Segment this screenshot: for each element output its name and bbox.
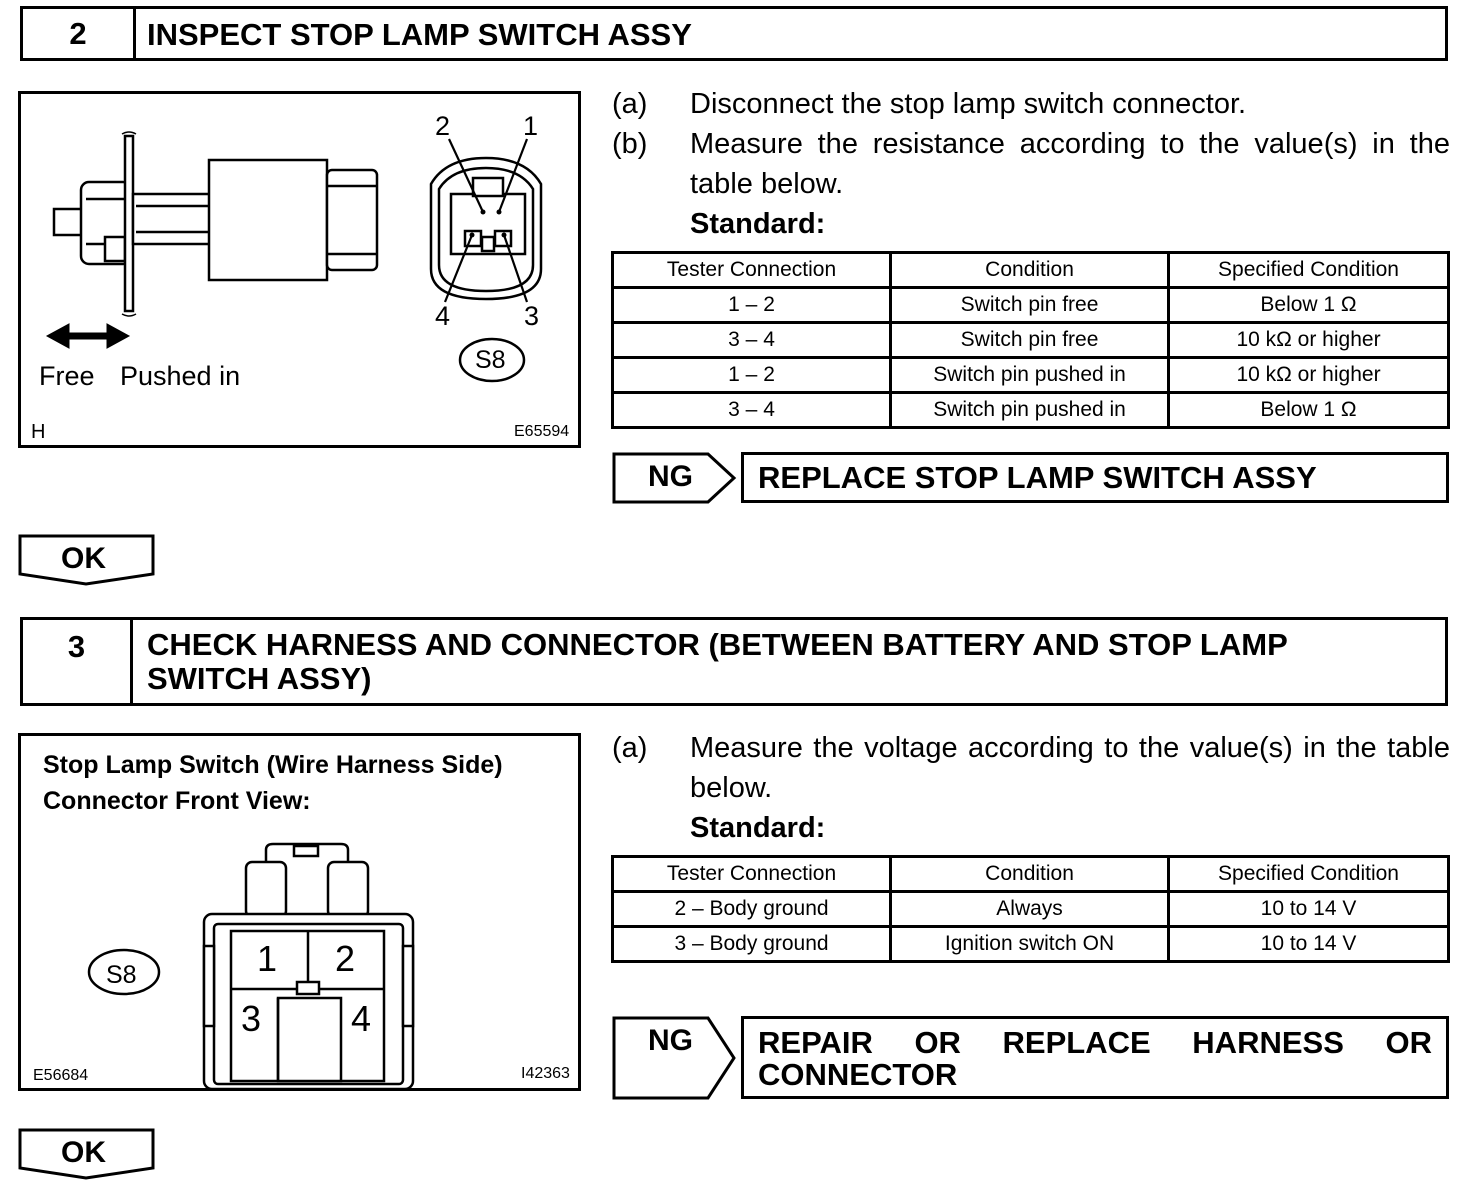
ng-action-word: REPAIR	[758, 1025, 873, 1060]
table-row: 3 – 4 Switch pin free 10 kΩ or higher	[610, 321, 1450, 359]
table-cell: 1 – 2	[610, 356, 893, 394]
ng-action-box: REPLACE STOP LAMP SWITCH ASSY	[741, 452, 1449, 503]
table-header: Specified Condition	[1167, 251, 1450, 289]
table-cell: Ignition switch ON	[889, 925, 1171, 963]
table-cell: 3 – 4	[610, 391, 893, 429]
cavity-label-1: 1	[257, 938, 278, 979]
label-pushed-in: Pushed in	[120, 361, 241, 391]
ok-arrow-shape	[18, 1128, 155, 1180]
ok-label: OK	[61, 542, 106, 575]
step-3-title-line1: CHECK HARNESS AND CONNECTOR (BETWEEN BAT…	[147, 627, 1288, 662]
table-header-row: Tester Connection Condition Specified Co…	[610, 251, 1450, 289]
step-3-title-line2: SWITCH ASSY)	[147, 661, 372, 696]
cavity-label-4: 4	[351, 998, 372, 1039]
table-cell: Always	[889, 890, 1171, 928]
pin-label-1: 1	[523, 111, 539, 141]
table-cell: Below 1 Ω	[1167, 286, 1450, 324]
table-header: Condition	[889, 251, 1171, 289]
standard-label: Standard:	[690, 208, 826, 240]
table-cell: Switch pin free	[889, 321, 1171, 359]
instruction-a-label: (a)	[612, 88, 648, 120]
figure-code-left: E56684	[33, 1067, 89, 1084]
table-cell: 10 kΩ or higher	[1167, 321, 1450, 359]
instruction-b-text-line1: Measure the resistance according to the …	[690, 128, 1450, 160]
harness-connector-drawing	[87, 842, 415, 1088]
connector-code: S8	[106, 961, 137, 989]
table-cell: 2 – Body ground	[610, 890, 893, 928]
ok-arrow-shape	[18, 534, 155, 586]
table-row: 1 – 2 Switch pin pushed in 10 kΩ or high…	[610, 356, 1450, 394]
table-cell: 3 – 4	[610, 321, 893, 359]
connector-code: S8	[475, 346, 506, 374]
ng-action-box: REPAIR OR REPLACE HARNESS OR CONNECTOR	[741, 1016, 1449, 1099]
standard-label: Standard:	[690, 812, 826, 844]
table-cell: 10 to 14 V	[1167, 925, 1450, 963]
step-2-title: INSPECT STOP LAMP SWITCH ASSY	[147, 17, 692, 52]
table-cell: 1 – 2	[610, 286, 893, 324]
ng-action-word: OR	[914, 1025, 961, 1060]
instruction-a-label: (a)	[612, 732, 648, 764]
resistance-table: Tester Connection Condition Specified Co…	[610, 251, 1450, 429]
ng-label: NG	[648, 1024, 693, 1057]
ng-action-line1: REPAIR OR REPLACE HARNESS OR	[758, 1026, 1432, 1060]
table-row: 1 – 2 Switch pin free Below 1 Ω	[610, 286, 1450, 324]
table-cell: Switch pin pushed in	[889, 391, 1171, 429]
table-cell: Switch pin free	[889, 286, 1171, 324]
ng-arrow-shape	[612, 452, 737, 504]
table-row: 3 – 4 Switch pin pushed in Below 1 Ω	[610, 391, 1450, 429]
table-row: 2 – Body ground Always 10 to 14 V	[610, 890, 1450, 928]
ng-action-word: REPLACE	[1002, 1025, 1151, 1060]
connector-front-view-figure: Stop Lamp Switch (Wire Harness Side) Con…	[18, 733, 581, 1091]
step-3-header: 3 CHECK HARNESS AND CONNECTOR (BETWEEN B…	[20, 617, 1448, 706]
table-header: Tester Connection	[610, 855, 893, 893]
ng-action-word: OR	[1385, 1025, 1433, 1060]
figure-code: E65594	[514, 423, 570, 440]
table-cell: 3 – Body ground	[610, 925, 893, 963]
stop-lamp-switch-drawing	[45, 131, 543, 383]
step-3-number: 3	[23, 620, 133, 703]
voltage-table: Tester Connection Condition Specified Co…	[610, 855, 1450, 963]
cavity-label-2: 2	[335, 938, 356, 979]
step-2-header: 2 INSPECT STOP LAMP SWITCH ASSY	[20, 6, 1448, 61]
table-header: Tester Connection	[610, 251, 893, 289]
table-header: Condition	[889, 855, 1171, 893]
table-row: 3 – Body ground Ignition switch ON 10 to…	[610, 925, 1450, 963]
ng-action-line2: CONNECTOR	[758, 1057, 958, 1092]
instruction-a-text: Disconnect the stop lamp switch connecto…	[690, 88, 1247, 120]
label-free: Free	[39, 361, 95, 391]
instruction-a-text-line1: Measure the voltage according to the val…	[690, 732, 1450, 764]
figure-code-right: I42363	[521, 1065, 570, 1082]
pin-label-2: 2	[435, 111, 451, 141]
pin-label-4: 4	[435, 301, 451, 331]
figure-caption-line1: Stop Lamp Switch (Wire Harness Side)	[43, 751, 503, 779]
ng-arrow-shape	[612, 1016, 736, 1100]
table-header-row: Tester Connection Condition Specified Co…	[610, 855, 1450, 893]
cavity-label-3: 3	[241, 998, 262, 1039]
stop-lamp-switch-figure: 2 1 4 3 S8 Free Pushed in H E65594	[18, 91, 581, 448]
instruction-a-text-line2: below.	[690, 772, 773, 804]
instruction-b-label: (b)	[612, 128, 648, 160]
instruction-b-text-line2: table below.	[690, 168, 844, 200]
ng-action-word: HARNESS	[1192, 1025, 1344, 1060]
table-header: Specified Condition	[1167, 855, 1450, 893]
table-cell: Below 1 Ω	[1167, 391, 1450, 429]
figure-caption-line2: Connector Front View:	[43, 787, 311, 815]
ok-label: OK	[61, 1136, 106, 1169]
table-cell: 10 to 14 V	[1167, 890, 1450, 928]
table-cell: Switch pin pushed in	[889, 356, 1171, 394]
pin-label-3: 3	[524, 301, 540, 331]
step-2-number: 2	[23, 9, 136, 58]
figure-corner-label: H	[31, 421, 46, 443]
ng-label: NG	[648, 460, 693, 493]
table-cell: 10 kΩ or higher	[1167, 356, 1450, 394]
